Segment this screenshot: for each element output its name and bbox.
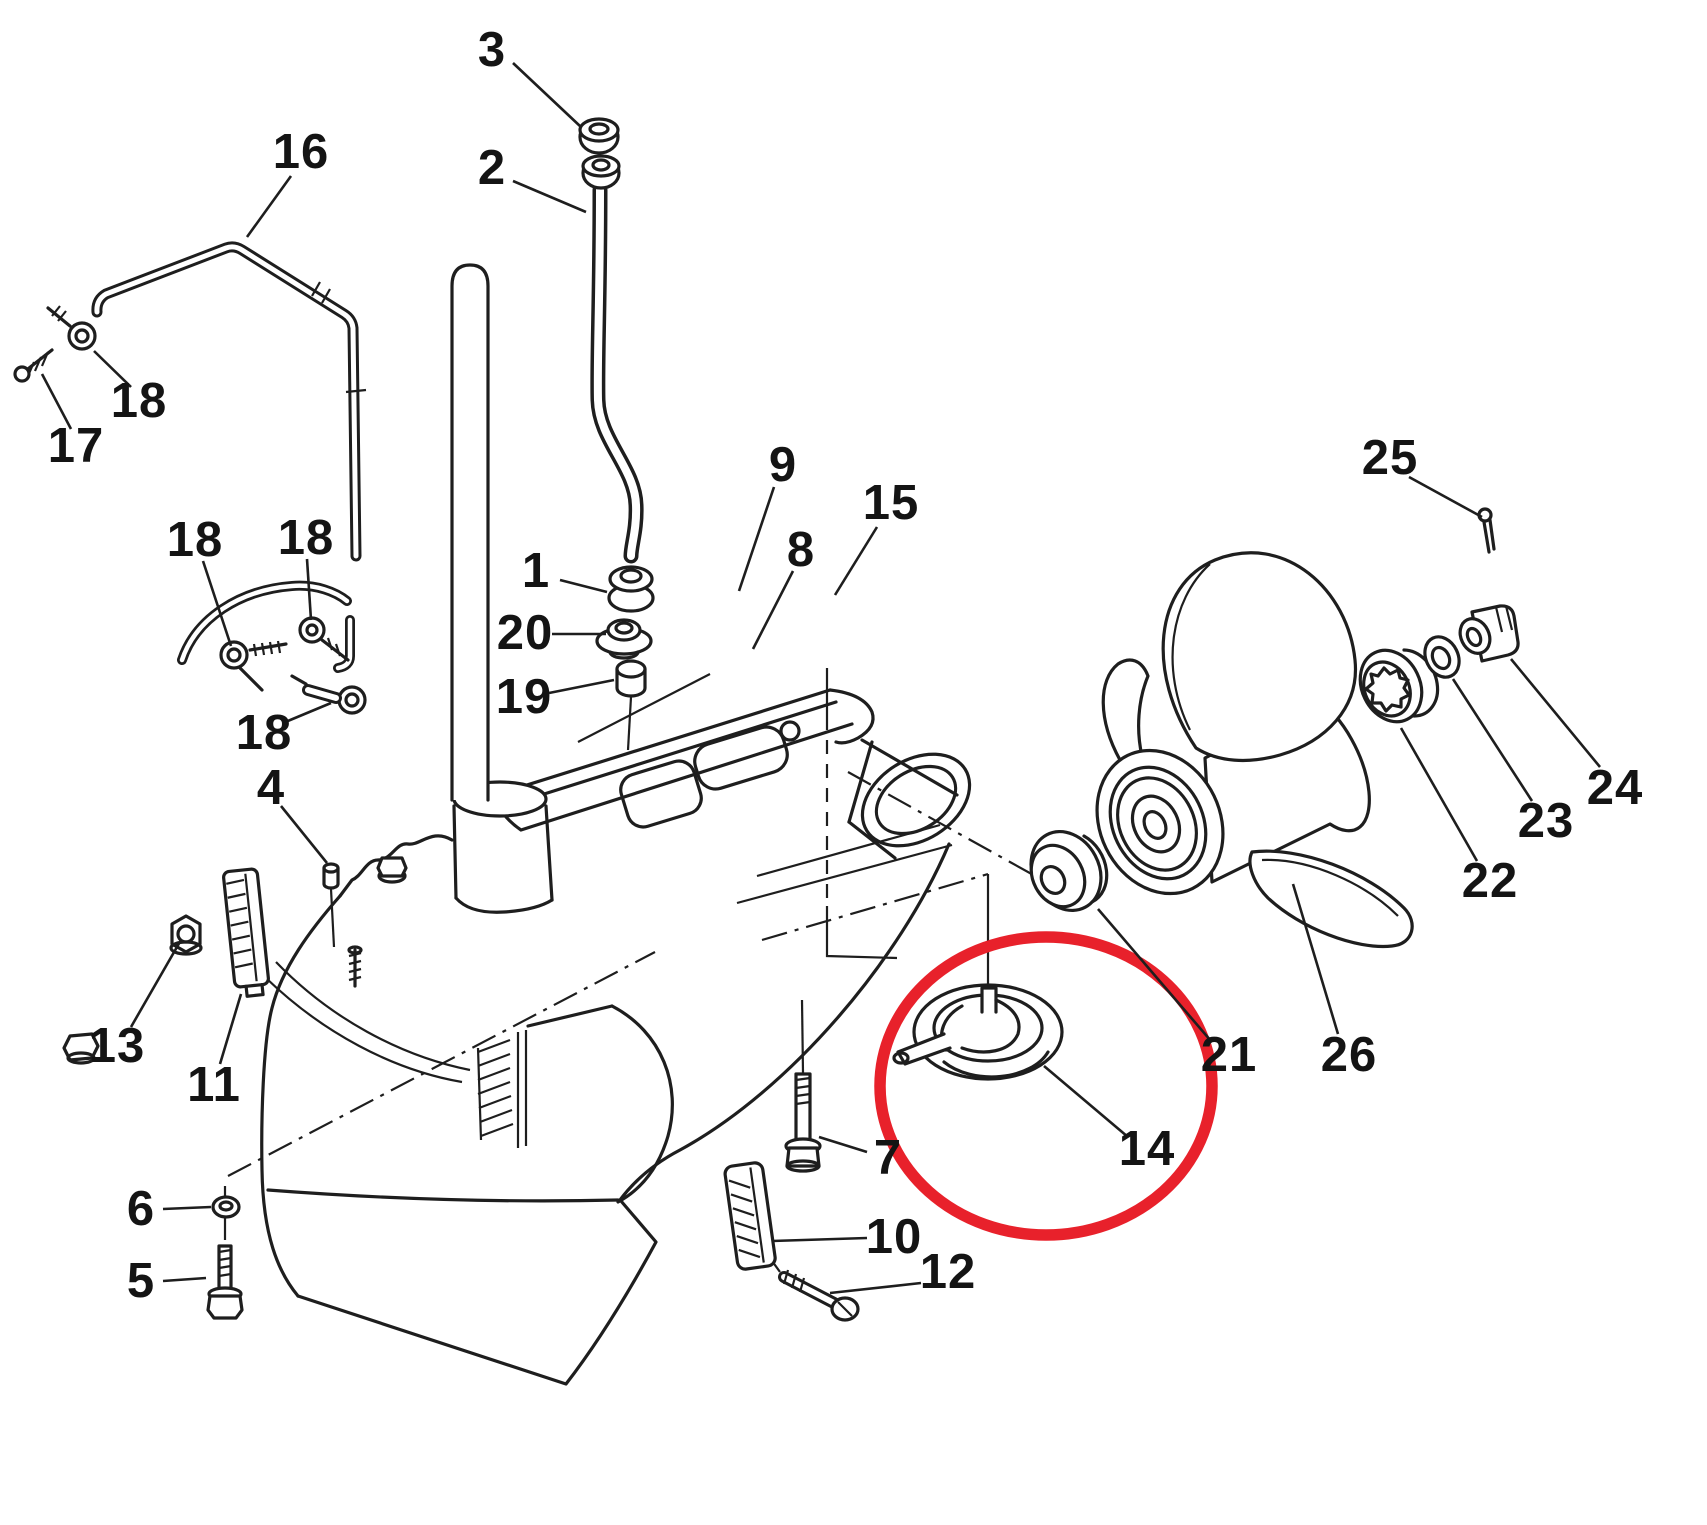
part-label-21-23: 21 [1201,1028,1258,1082]
leader-line-10-9 [771,1236,868,1243]
part-label-18-18: 18 [167,513,224,567]
leader-line-11-10 [218,993,243,1065]
part-label-4-3: 4 [257,761,285,815]
leader-line-21-23 [1097,908,1212,1042]
leader-line-4-3 [279,805,329,864]
left-bolt-head [62,1032,100,1065]
part-19-bushing [615,659,647,698]
leader-line-3-2 [512,62,582,128]
part-label-20-22: 20 [497,606,554,660]
part-label-10-9: 10 [866,1210,923,1264]
leader-line-26-28 [1291,883,1340,1035]
part-label-15-14: 15 [863,476,920,530]
part-22-spacer [1358,648,1440,724]
part-18-clamp-d [290,674,367,715]
part-18-clamp-c [298,616,350,662]
part-17-screw [13,348,54,383]
part-11-anode [222,867,270,998]
part-label-14-13: 14 [1119,1122,1176,1176]
part-label-18-17: 18 [111,374,168,428]
part-label-18-19: 18 [278,511,335,565]
part-label-17-16: 17 [48,419,105,473]
part-label-8-7: 8 [787,523,815,577]
part-14-cover [892,983,1064,1081]
leader-line-7-6 [818,1135,868,1154]
part-5-bolt [206,1244,244,1320]
part-1-grommet-stack [607,565,655,613]
deck-bolt-head [376,856,408,884]
deck-stud [347,945,363,988]
part-label-18-20: 18 [236,706,293,760]
part-24-prop-nut [1458,604,1520,663]
part-label-24-26: 24 [1587,761,1644,815]
part-label-1-0: 1 [522,544,550,598]
part-16-tube [91,241,367,562]
part-6-washer [211,1195,241,1219]
leader-line-18-17 [93,350,132,388]
leader-line-18-18 [201,560,233,647]
part-label-12-11: 12 [920,1245,977,1299]
part-label-13-12: 13 [89,1019,146,1073]
leader-line-25-27 [1408,475,1483,519]
gearcase-housing [62,688,972,1386]
water-intake-grill [476,1030,528,1148]
leader-line-15-14 [833,526,879,596]
part-3-bushing [578,117,620,155]
highlight-circle [874,931,1218,1241]
part-label-16-15: 16 [273,125,330,179]
leader-line-8-7 [751,570,795,650]
leader-line-17-16 [40,373,73,430]
part-26-propeller [1095,551,1414,949]
leader-line-19-21 [548,678,615,695]
part-2-water-tube [581,154,644,564]
leader-line-24-26 [1509,658,1602,768]
projection-lines [223,668,1047,1273]
hose [177,580,355,673]
part-7-bolt [784,1072,822,1173]
part-label-2-1: 2 [478,141,506,195]
part-label-7-6: 7 [874,1131,902,1185]
leader-line-6-5 [162,1205,212,1211]
part-4-pin [322,862,340,890]
leader-line-22-24 [1399,727,1479,862]
part-label-6-5: 6 [127,1182,155,1236]
leader-line-9-8 [737,486,776,592]
part-label-5-4: 5 [127,1254,155,1308]
leader-line-16-15 [245,175,293,238]
part-20-grommet [595,618,653,660]
part-label-22-24: 22 [1462,854,1519,908]
leader-line-1-0 [559,578,608,594]
leader-line-13-12 [129,939,183,1028]
part-18-clamp-b [219,640,288,692]
part-label-9-8: 9 [769,438,797,492]
leader-line-12-11 [829,1281,922,1295]
part-18-clamp-a [46,305,97,351]
leader-line-14-13 [1043,1065,1129,1138]
part-label-3-2: 3 [478,23,506,77]
part-label-23-25: 23 [1518,794,1575,848]
part-12-screw [778,1269,860,1322]
part-label-26-28: 26 [1321,1028,1378,1082]
part-label-19-21: 19 [496,670,553,724]
leader-line-23-25 [1451,678,1534,802]
leader-line-18-19 [305,558,313,621]
part-10-anode [723,1161,777,1271]
leader-line-2-1 [512,179,587,214]
leader-line-18-20 [282,701,332,725]
part-21-thrust-washer [1029,830,1109,912]
part-label-25-27: 25 [1362,431,1419,485]
leader-line-5-4 [162,1276,207,1283]
part-23-washer [1423,635,1461,679]
part-label-11-10: 11 [187,1058,241,1112]
driveshaft [450,263,490,802]
leader-lines [40,62,1602,1295]
